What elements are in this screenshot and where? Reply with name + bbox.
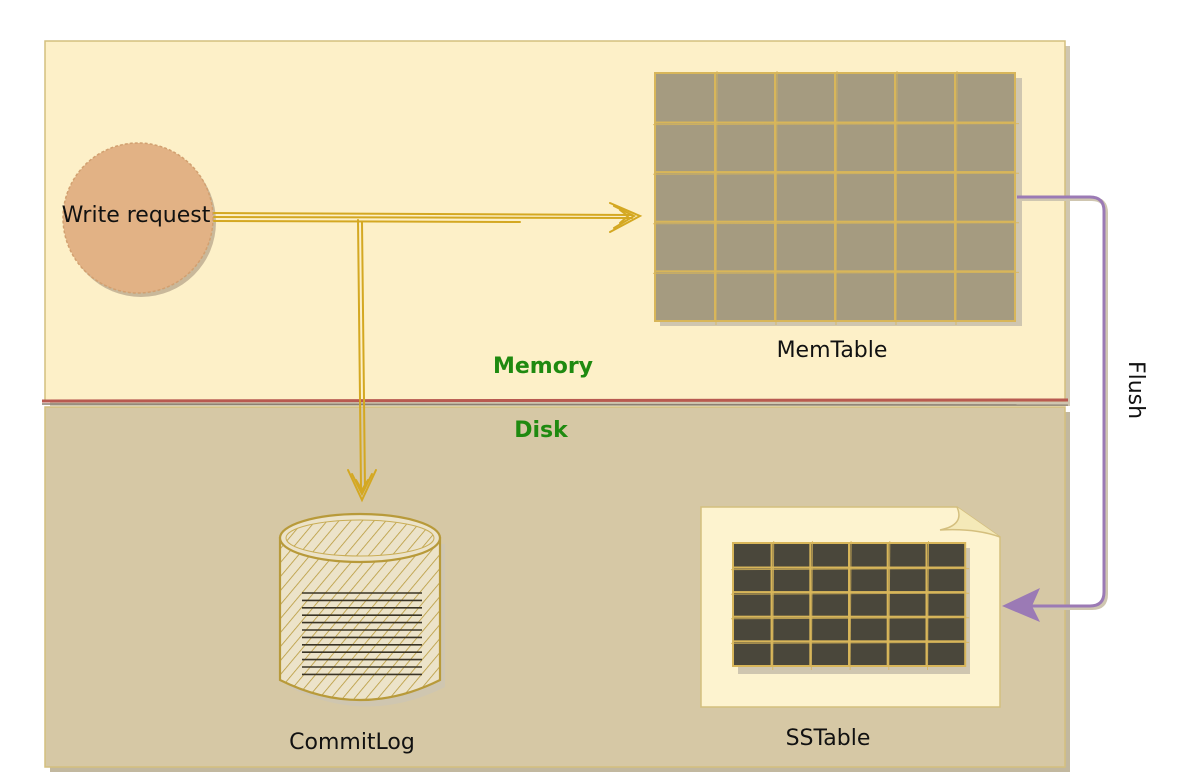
memtable-cell xyxy=(894,171,956,223)
sstable-cell xyxy=(886,591,928,618)
sstable-cell xyxy=(925,591,967,618)
sstable-cell xyxy=(770,615,812,643)
memtable-cell xyxy=(714,220,776,273)
memtable-cell xyxy=(954,270,1016,322)
sstable-cell xyxy=(770,542,812,569)
memtable-cell xyxy=(774,270,836,322)
sstable-cell xyxy=(886,615,928,643)
memtable-cell xyxy=(774,220,836,273)
sstable-grid xyxy=(730,540,970,671)
memtable-cell xyxy=(774,171,836,223)
memtable-label: MemTable xyxy=(777,338,888,363)
commitlog-log-lines xyxy=(302,592,422,676)
sstable-cell xyxy=(770,591,812,618)
sstable-cell xyxy=(809,615,851,643)
sstable-cell xyxy=(770,640,812,668)
sstable-cell xyxy=(809,542,851,569)
memory-disk-divider xyxy=(41,398,1069,406)
write-to-memtable-arrow xyxy=(213,202,643,233)
memtable-cell xyxy=(714,72,776,124)
write-to-commitlog-arrow xyxy=(347,219,377,503)
sstable-cell xyxy=(925,615,967,643)
sstable-cell xyxy=(809,640,851,668)
memtable-cell xyxy=(654,121,716,174)
sstable-cell xyxy=(732,640,773,668)
sstable-cell xyxy=(886,640,928,668)
write-request-label: Write request xyxy=(62,203,211,228)
sstable-cell xyxy=(809,591,851,618)
memtable-cell xyxy=(834,171,896,223)
sstable-cell xyxy=(732,542,773,569)
sstable-cell xyxy=(848,542,889,569)
memtable-cell xyxy=(834,72,896,124)
memtable-cell xyxy=(774,121,836,174)
memory-zone-label: Memory xyxy=(493,354,593,379)
sstable-cell xyxy=(886,542,928,569)
memtable-cell xyxy=(654,220,716,273)
sstable-cell xyxy=(848,566,889,594)
flush-arrow xyxy=(1002,195,1108,622)
sstable-cell xyxy=(809,566,851,594)
flush-label: Flush xyxy=(1123,361,1148,419)
memtable-cell xyxy=(894,121,956,174)
memtable-cell xyxy=(654,171,716,223)
sstable-cell xyxy=(732,591,773,618)
sstable-cell xyxy=(848,640,889,668)
sstable-node xyxy=(700,506,1001,708)
memtable-cell xyxy=(894,220,956,273)
memtable-cell xyxy=(894,72,956,124)
write-request-node xyxy=(62,142,216,297)
sstable-cell xyxy=(848,615,889,643)
memtable-cell xyxy=(774,72,836,124)
memtable-node xyxy=(652,70,1022,326)
memtable-cell xyxy=(894,270,956,322)
disk-zone-label: Disk xyxy=(514,418,569,443)
sstable-cell xyxy=(848,591,889,618)
sstable-cell xyxy=(732,566,773,594)
sstable-cell xyxy=(770,566,812,594)
commitlog-node xyxy=(278,512,445,707)
memtable-cell xyxy=(954,220,1016,273)
sstable-cell xyxy=(886,566,928,594)
memtable-cell xyxy=(714,171,776,223)
memtable-cell xyxy=(954,121,1016,174)
memtable-grid xyxy=(652,70,1020,326)
sstable-label: SSTable xyxy=(786,726,871,751)
sstable-cell xyxy=(925,566,967,594)
sstable-cell xyxy=(732,615,773,643)
memtable-cell xyxy=(954,72,1016,124)
memtable-cell xyxy=(654,72,716,124)
memtable-cell xyxy=(954,171,1016,223)
memtable-cell xyxy=(834,121,896,174)
memtable-cell xyxy=(714,121,776,174)
memtable-cell xyxy=(834,270,896,322)
memtable-cell xyxy=(834,220,896,273)
memtable-cell xyxy=(714,270,776,322)
sstable-cell xyxy=(925,542,967,569)
commitlog-label: CommitLog xyxy=(289,730,415,755)
sstable-cell xyxy=(925,640,967,668)
memtable-cell xyxy=(654,270,716,322)
